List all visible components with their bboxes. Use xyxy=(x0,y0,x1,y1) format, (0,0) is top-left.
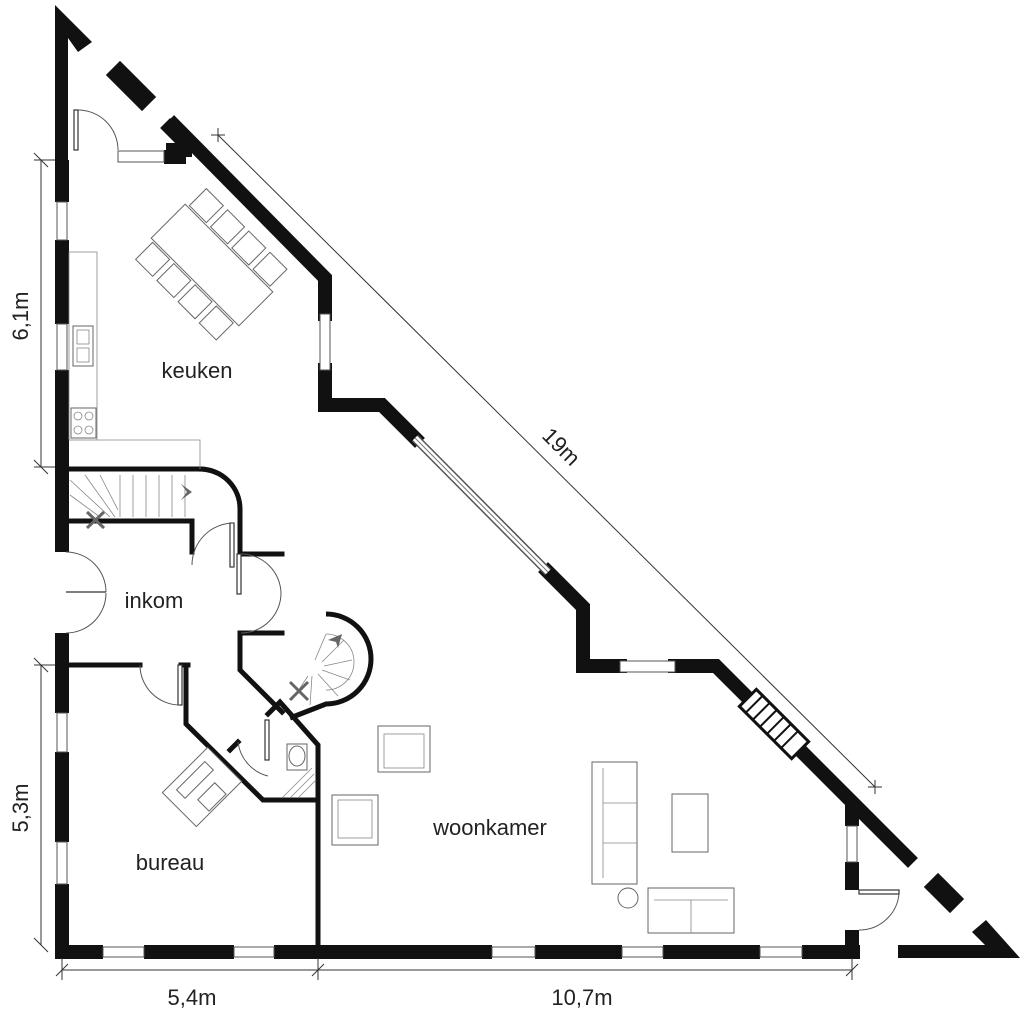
wall-diagonal-step-3 xyxy=(318,363,425,448)
door-inkom-right xyxy=(236,553,282,634)
wall-bottom-e xyxy=(663,945,760,959)
spiral-arrow-icon xyxy=(328,634,342,648)
dim-label-diagonal: 19m xyxy=(537,423,585,471)
wall-bureau-diagonal xyxy=(183,662,321,803)
wall-top-stub xyxy=(164,150,186,164)
dimension-lines xyxy=(33,128,882,980)
toilet-icon xyxy=(286,743,308,771)
bath-floor-hatch xyxy=(281,767,317,799)
door-bath xyxy=(237,719,270,777)
door-bureau xyxy=(139,664,183,706)
dimension-labels: 6,1m 5,3m 5,4m 10,7m 19m xyxy=(8,292,613,1010)
wall-left-lower-c xyxy=(55,884,69,958)
wall-bottom-right-corner xyxy=(898,920,1020,958)
window-bottom-1 xyxy=(102,946,145,958)
wall-top-left-corner xyxy=(55,5,92,160)
stairs-arrow-icon xyxy=(181,484,192,500)
wall-diagonal-step-4 xyxy=(538,562,627,673)
wall-diagonal-step-5 xyxy=(668,659,758,708)
windows xyxy=(56,150,858,958)
window-left-2 xyxy=(56,323,68,371)
room-label-woonkamer: woonkamer xyxy=(432,815,547,840)
window-top-left xyxy=(117,150,165,163)
window-left-4 xyxy=(56,841,68,885)
dim-label-left-lower: 5,3m xyxy=(8,784,33,833)
window-bottom-3 xyxy=(491,946,536,958)
window-right-vertical xyxy=(846,825,858,863)
door-top-left xyxy=(73,109,119,151)
wall-right-vertical-b xyxy=(845,862,859,890)
wall-right-vertical-a xyxy=(845,800,859,826)
wall-right-vertical-c xyxy=(845,930,859,950)
window-step-horizontal xyxy=(619,660,676,673)
dim-label-left-upper: 6,1m xyxy=(8,292,33,341)
dim-line-diagonal xyxy=(217,134,876,788)
desk-icon xyxy=(161,746,243,828)
window-diagonal-long-glass xyxy=(414,437,549,573)
window-diagonal-hatched xyxy=(737,687,811,761)
sofa-icon xyxy=(591,761,638,885)
wall-bath-diag-a xyxy=(237,630,286,716)
window-bottom-2 xyxy=(233,946,275,958)
room-label-keuken: keuken xyxy=(162,358,233,383)
counter-bottom-edge xyxy=(97,439,201,469)
wall-bottom-d xyxy=(535,945,622,959)
sink-icon xyxy=(72,325,94,367)
staircase-upper xyxy=(69,474,192,530)
cooktop-icon xyxy=(70,407,97,439)
wall-stairs-curve xyxy=(197,466,243,526)
exterior-walls xyxy=(55,5,1020,959)
wall-bottom-a xyxy=(55,945,103,959)
lamp-icon xyxy=(617,887,639,909)
door-inkom-left xyxy=(65,551,107,634)
door-right-exterior xyxy=(858,889,900,931)
kitchen-counter xyxy=(68,251,201,469)
door-stairs xyxy=(191,522,235,568)
dim-label-bottom-right: 10,7m xyxy=(551,985,612,1010)
window-left-3 xyxy=(56,712,68,753)
wall-diagonal-dash-1 xyxy=(105,60,157,112)
dim-label-bottom-left: 5,4m xyxy=(168,985,217,1010)
sofa-2-icon xyxy=(647,887,735,934)
wall-left-upper-a xyxy=(55,160,69,202)
wall-diagonal-dash-2 xyxy=(923,872,965,914)
staircase-spiral xyxy=(288,611,374,721)
window-diagonal-mid-upper xyxy=(319,313,331,371)
wall-bottom-b xyxy=(144,945,234,959)
wall-left-lower-b xyxy=(55,752,69,842)
doors xyxy=(65,109,900,931)
wall-bottom-c xyxy=(274,945,492,959)
interior-walls xyxy=(59,466,321,948)
armchair-2-icon xyxy=(331,794,379,846)
room-label-inkom: inkom xyxy=(125,588,184,613)
wall-diagonal-step-2 xyxy=(164,115,332,321)
wall-bath-diag-b xyxy=(264,698,321,948)
window-bottom-4 xyxy=(621,946,664,958)
wall-bath-inner xyxy=(226,738,242,754)
coffee-table-icon xyxy=(671,793,709,853)
wall-left-lower-a xyxy=(55,633,69,713)
wall-left-upper-b xyxy=(55,240,69,324)
counter-left xyxy=(68,251,98,441)
room-labels: keuken inkom bureau woonkamer xyxy=(125,358,547,875)
window-bottom-5 xyxy=(759,946,803,958)
window-left-1 xyxy=(56,201,68,241)
dining-table-icon xyxy=(134,187,288,341)
armchair-icon xyxy=(377,725,431,773)
wall-left-upper-c xyxy=(55,370,69,552)
room-label-bureau: bureau xyxy=(136,850,205,875)
